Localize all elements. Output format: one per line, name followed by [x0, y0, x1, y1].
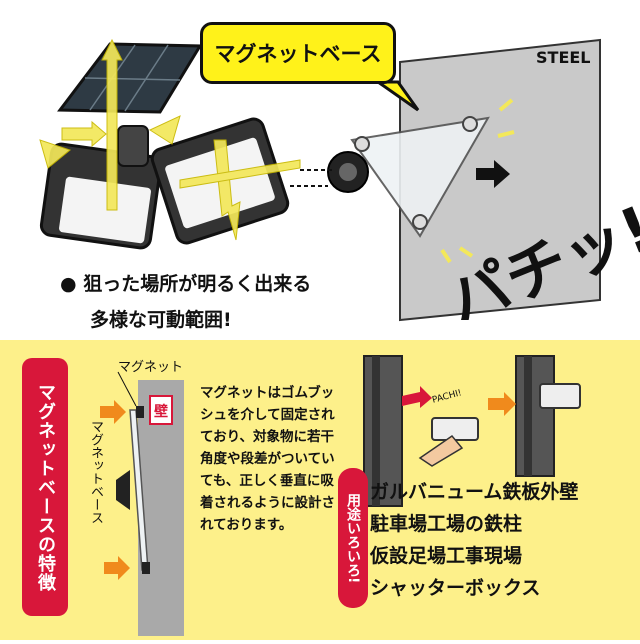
push-arrow: [476, 160, 510, 188]
caption-line2: 多様な可動範囲!: [90, 309, 232, 331]
light-illustration: [39, 38, 601, 322]
caption: ● 狙った場所が明るく出来る 多様な可動範囲!: [60, 266, 311, 338]
uses-list: ガルバニューム鉄板外壁 駐車場工場の鉄柱 仮設足場工事現場 シャッターボックス: [370, 476, 578, 604]
steel-label: STEEL: [536, 48, 591, 67]
description: マグネットはゴムブッシュを介して固定されており、対象物に若干角度や段差がついてい…: [200, 385, 335, 533]
magnet-top: [136, 406, 144, 418]
caption-line1: ● 狙った場所が明るく出来る: [60, 273, 312, 295]
bubble-title: マグネットベース: [200, 22, 396, 84]
solar-panel: [57, 42, 203, 114]
magnet-label: マグネット: [118, 360, 184, 375]
wall-char: 壁: [154, 403, 168, 420]
feature-title: マグネットベースの特徴: [22, 358, 68, 616]
movement-arrows: [39, 38, 301, 241]
sfx-text: パチッ!: [437, 191, 640, 320]
steel-pillar-before: [363, 355, 403, 507]
magnet-bottom: [142, 562, 150, 574]
magnet-bolt: [354, 136, 370, 152]
mount-side: [116, 470, 130, 510]
magnet-bolt: [412, 214, 428, 230]
red-arrow: [402, 386, 432, 408]
orange-arrow-right: [488, 392, 516, 416]
magnet-bolt: [462, 116, 478, 132]
pachi-sfx: パチッ!: [437, 191, 640, 320]
steel-pillar-after: [515, 355, 555, 477]
led-panel-left: [59, 176, 151, 244]
uses-badge: 用途いろいろ!: [338, 468, 368, 608]
use-item: シャッターボックス: [370, 577, 541, 599]
orange-arrows: [100, 400, 130, 580]
use-item: 駐車場工場の鉄柱: [370, 513, 523, 535]
feature-panel: 壁 マグネットベースの特徴 マグネット マグネットベース マグネットはゴムブッシ…: [0, 340, 640, 640]
center-joint: [117, 125, 149, 167]
feature-diagrams: 壁: [100, 355, 581, 636]
mount-knob-center: [339, 163, 357, 181]
magnet-base-plate: [350, 116, 490, 238]
held-light: [431, 417, 479, 441]
product-illustration-area: マグネットベース STEEL パチッ! ● 狙った場所が明るく出来る 多様な可動…: [39, 22, 640, 338]
mounted-light: [539, 383, 581, 409]
use-item: ガルバニューム鉄板外壁: [370, 481, 579, 503]
use-item: 仮設足場工事現場: [370, 545, 523, 567]
impact-marks: [440, 98, 515, 264]
hand: [418, 434, 464, 467]
base-label: マグネットベース: [88, 420, 103, 524]
